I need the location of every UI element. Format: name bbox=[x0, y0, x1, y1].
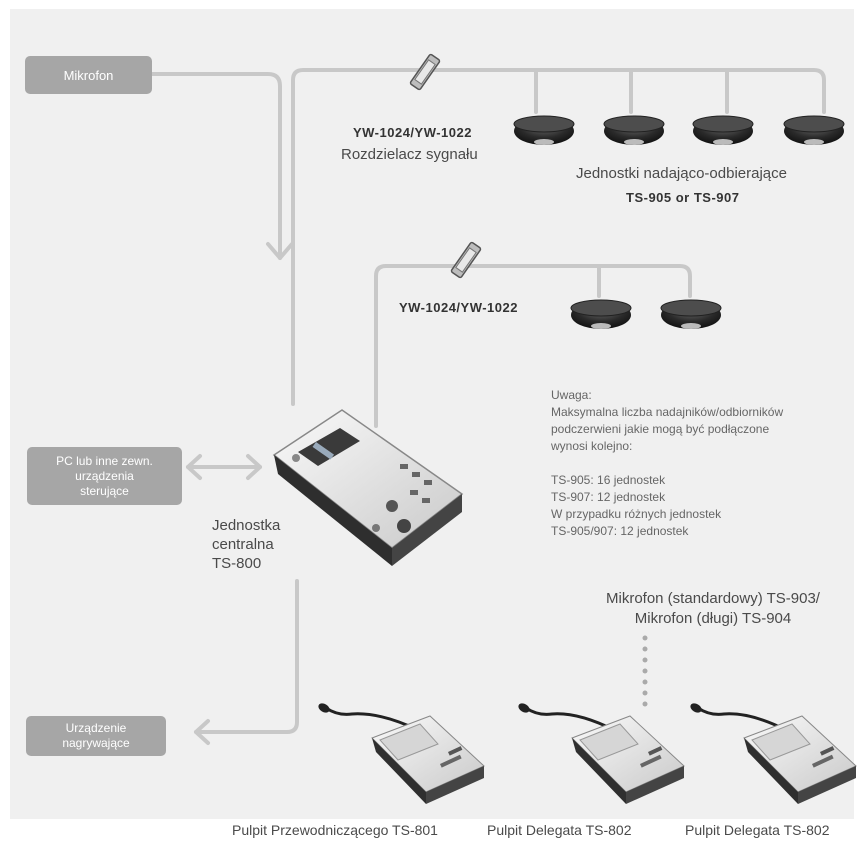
pc-box-line-2: urządzenia bbox=[75, 468, 134, 483]
pc-arrow-left bbox=[186, 454, 202, 480]
transceivers-name-label: Jednostki nadająco-odbierające bbox=[576, 165, 787, 182]
microphones-line-1: Mikrofon (standardowy) TS-903/ bbox=[606, 590, 820, 607]
splitter-icon-second bbox=[450, 241, 482, 279]
console-delegate-1-label: Pulpit Delegata TS-802 bbox=[487, 822, 632, 838]
second-bus-line bbox=[374, 264, 692, 428]
console-delegate-2-label: Pulpit Delegata TS-802 bbox=[685, 822, 830, 838]
central-unit-image bbox=[272, 409, 464, 566]
recorder-box-line-1: Urządzenie bbox=[65, 721, 127, 735]
splitter-icon-top bbox=[409, 53, 441, 91]
note-line-8: W przypadku różnych jednostek bbox=[551, 507, 722, 521]
mikrofon-box-label: Mikrofon bbox=[63, 67, 114, 83]
pc-control-box: PC lub inne zewn. urządzenia sterujące bbox=[27, 447, 182, 505]
capacity-note: Uwaga: Maksymalna liczba nadajników/odbi… bbox=[551, 387, 783, 540]
note-line-5 bbox=[551, 455, 783, 472]
transceiver-dome-4 bbox=[783, 115, 845, 145]
mic-to-central-line bbox=[150, 72, 282, 260]
note-line-2: Maksymalna liczba nadajników/odbiorników bbox=[551, 405, 784, 419]
console-chair-image bbox=[318, 703, 485, 804]
recorder-box-line-2: nagrywające bbox=[62, 736, 130, 750]
central-unit-line-3: TS-800 bbox=[212, 555, 262, 572]
microphones-line-2: Mikrofon (długi) TS-904 bbox=[634, 610, 792, 627]
console-delegate-2-image bbox=[690, 703, 857, 804]
transceiver-dome-6 bbox=[660, 299, 722, 329]
top-bus-line bbox=[291, 68, 826, 406]
pc-box-line-1: PC lub inne zewn. bbox=[56, 453, 153, 468]
microphone-dots bbox=[642, 635, 648, 707]
connection-lines bbox=[150, 68, 826, 745]
splitter-model-label-2: YW-1024/YW-1022 bbox=[399, 300, 518, 315]
note-line-3: podczerwieni jakie mogą być podłączone bbox=[551, 422, 770, 436]
recorder-arrow-head bbox=[194, 719, 210, 745]
transceiver-dome-3 bbox=[692, 115, 754, 145]
transceivers-model-label: TS-905 or TS-907 bbox=[626, 190, 740, 205]
central-unit-line-2: centralna bbox=[212, 536, 274, 553]
note-line-7: TS-907: 12 jednostek bbox=[551, 490, 666, 504]
note-line-6: TS-905: 16 jednostek bbox=[551, 473, 666, 487]
microphones-label: Mikrofon (standardowy) TS-903/ Mikrofon … bbox=[606, 589, 820, 629]
recorder-line bbox=[194, 579, 299, 734]
transceiver-dome-5 bbox=[570, 299, 632, 329]
console-chair-label: Pulpit Przewodniczącego TS-801 bbox=[232, 822, 438, 838]
central-unit-line-1: Jednostka bbox=[212, 517, 281, 534]
mic-arrow-head bbox=[266, 242, 294, 260]
mikrofon-box: Mikrofon bbox=[25, 56, 152, 94]
splitter-name-label: Rozdzielacz sygnału bbox=[341, 146, 478, 163]
note-line-1: Uwaga: bbox=[551, 388, 592, 402]
transceiver-dome-2 bbox=[603, 115, 665, 145]
central-unit-label: Jednostka centralna TS-800 bbox=[212, 516, 280, 573]
splitter-model-label-1: YW-1024/YW-1022 bbox=[353, 125, 472, 140]
pc-box-line-3: sterujące bbox=[80, 483, 129, 498]
transceiver-dome-1 bbox=[513, 115, 575, 145]
recorder-box: Urządzenie nagrywające bbox=[26, 716, 166, 756]
console-delegate-1-image bbox=[518, 703, 685, 804]
pc-arrow-right bbox=[246, 454, 262, 480]
note-line-4: wynosi kolejno: bbox=[551, 439, 633, 453]
note-line-9: TS-905/907: 12 jednostek bbox=[551, 524, 689, 538]
